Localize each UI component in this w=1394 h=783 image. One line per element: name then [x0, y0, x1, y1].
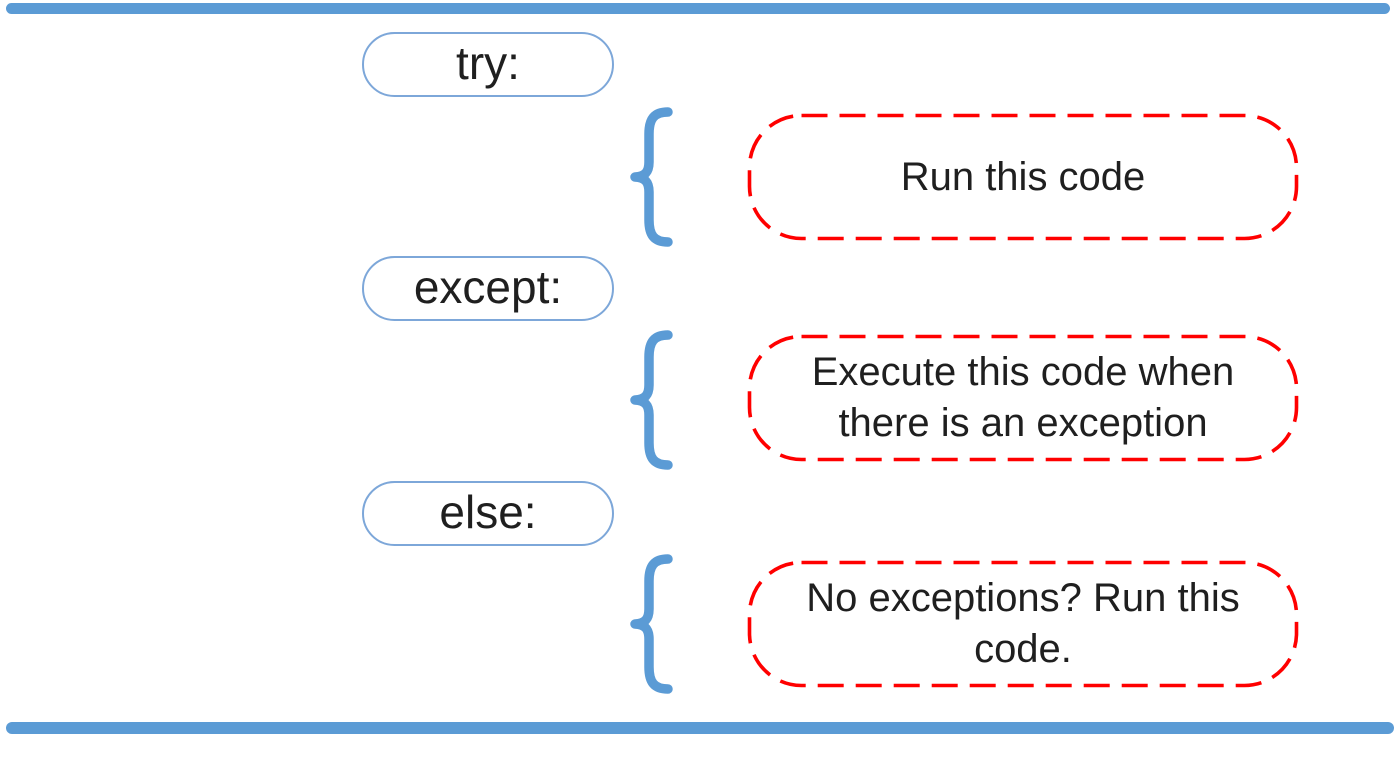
- left-curly-brace-icon: [627, 553, 677, 695]
- code-description-label: Run this code: [900, 154, 1146, 199]
- keyword-label-except: except:: [413, 260, 563, 313]
- code-description-box-else: No exceptions? Run this code.: [747, 560, 1299, 688]
- code-description-box-except: Execute this code when there is an excep…: [747, 334, 1299, 462]
- code-description-box-try: Run this code: [747, 113, 1299, 241]
- keyword-label-else: else:: [439, 485, 537, 538]
- dashed-border-frame: [747, 560, 1299, 688]
- keyword-label-try: try:: [456, 36, 520, 89]
- dashed-border-frame: [747, 334, 1299, 462]
- keyword-pill-else: else:: [362, 481, 614, 546]
- left-curly-brace-icon: [627, 329, 677, 471]
- dashed-border-frame: [747, 113, 1299, 241]
- code-description-label: No exceptions? Run this code.: [806, 576, 1240, 671]
- keyword-pill-try: try:: [362, 32, 614, 97]
- code-description-label: Execute this code when there is an excep…: [811, 350, 1235, 445]
- left-curly-brace-icon: [627, 106, 677, 248]
- bottom-divider-bar: [6, 722, 1394, 734]
- top-divider-bar: [6, 3, 1390, 14]
- keyword-pill-except: except:: [362, 256, 614, 321]
